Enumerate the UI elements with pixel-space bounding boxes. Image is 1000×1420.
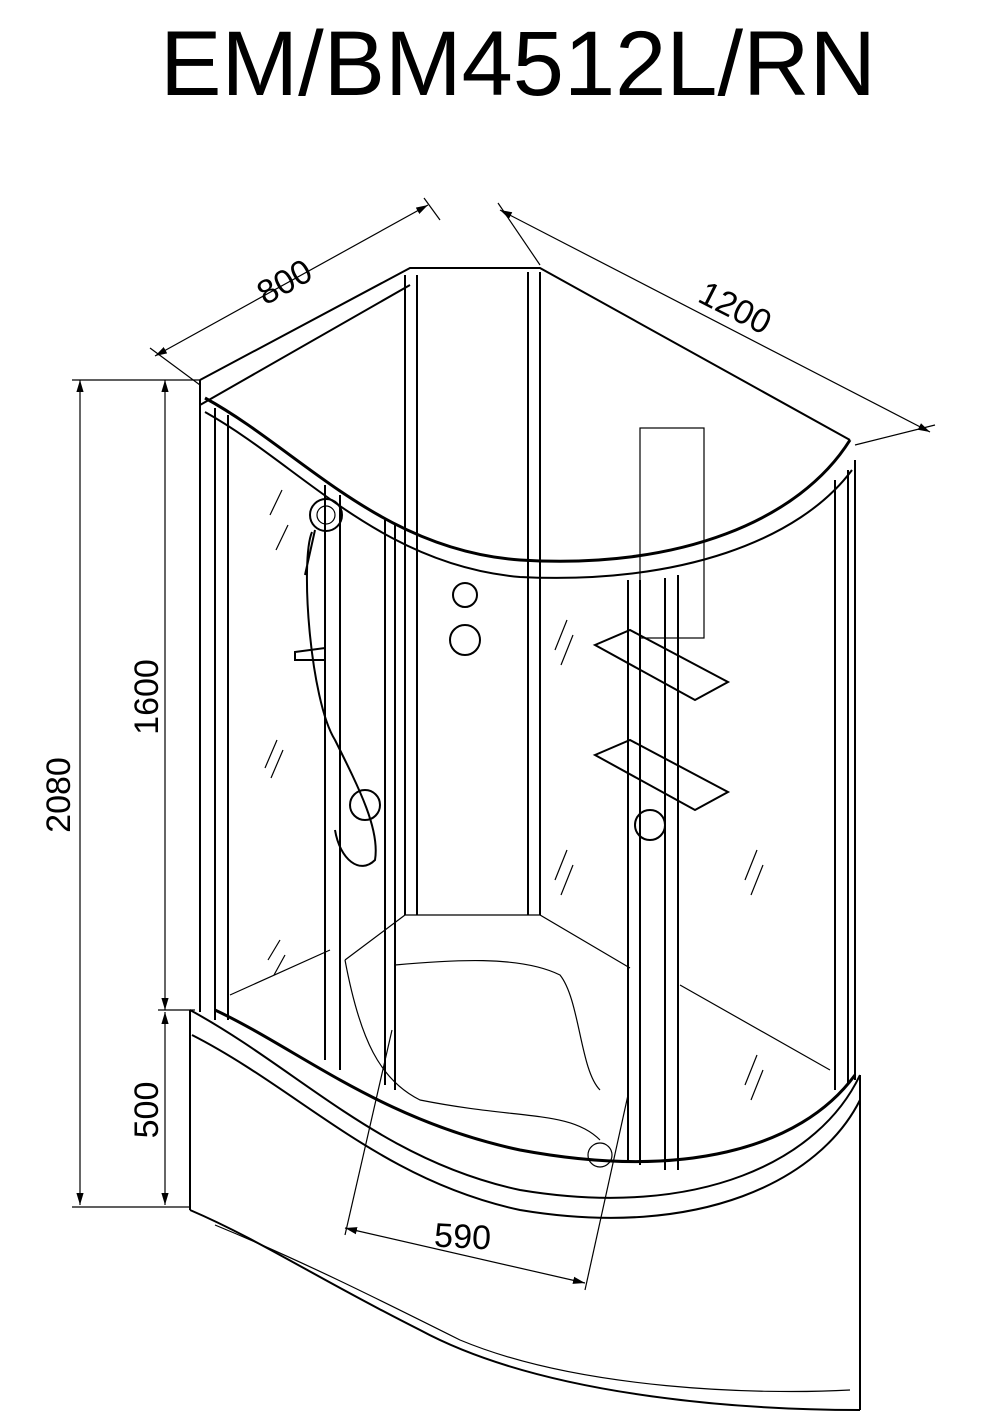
shelves <box>592 628 731 812</box>
dimension-tray-height: 500 <box>128 1012 169 1205</box>
dimension-total-height-label: 2080 <box>40 757 78 833</box>
tray <box>189 959 861 1411</box>
hand-shower <box>294 498 377 867</box>
dimension-length-label: 1200 <box>693 274 778 342</box>
cabin-frame <box>199 267 857 1170</box>
mirror <box>639 427 705 639</box>
dimension-total-height: 2080 <box>40 379 200 1208</box>
glass-reflections <box>264 489 764 1101</box>
dimension-cabin-height-label: 1600 <box>128 659 166 735</box>
dimension-length: 1200 <box>497 202 936 446</box>
dimension-depth-label: 800 <box>251 252 319 313</box>
dimension-depth: 800 <box>149 197 441 386</box>
dimension-tray-height-label: 500 <box>128 1082 166 1139</box>
massage-jets <box>349 582 666 841</box>
model-title: EM/BM4512L/RN <box>160 13 876 115</box>
dimension-cabin-height: 1600 <box>128 380 195 1011</box>
dimension-seat-width-label: 590 <box>433 1217 492 1258</box>
